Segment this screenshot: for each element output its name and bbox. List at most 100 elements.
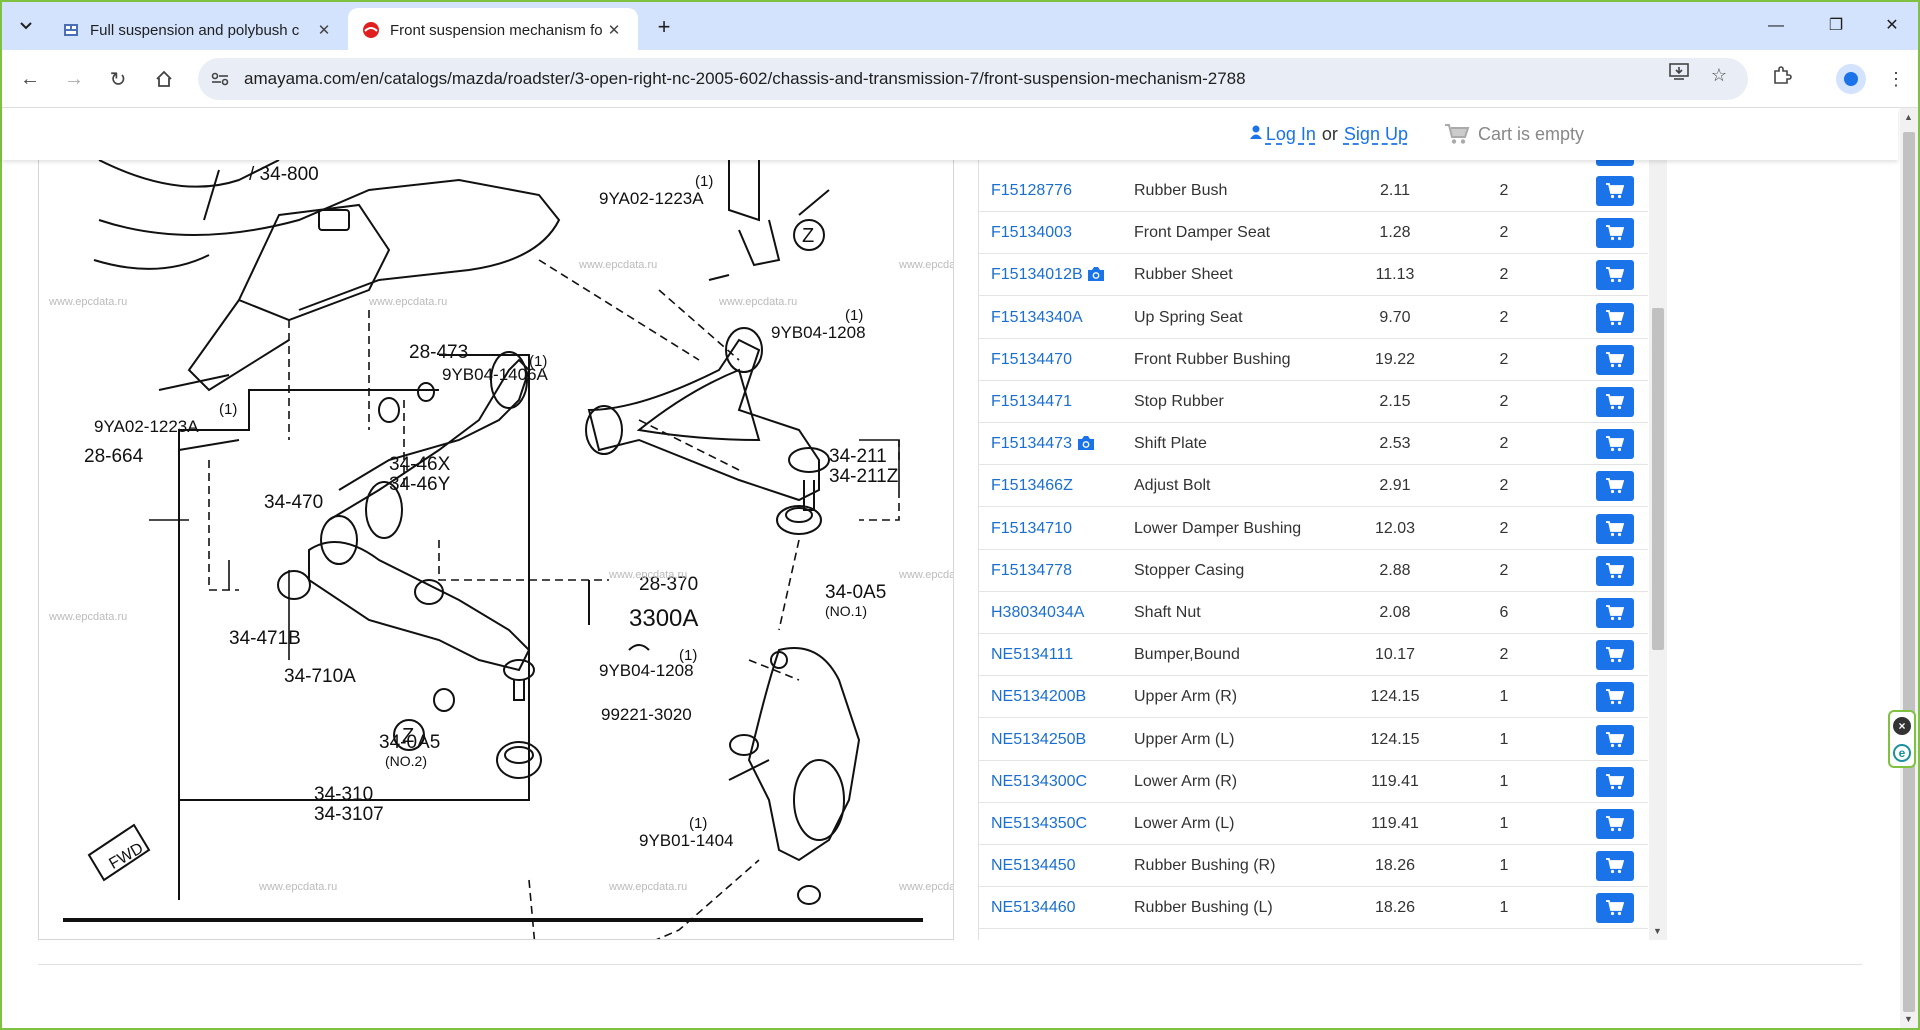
watermark: www.epcdata.ru <box>898 259 954 271</box>
part-number-link[interactable]: NE5134450 <box>991 857 1076 875</box>
extensions-icon[interactable] <box>1766 63 1798 95</box>
add-to-cart-button[interactable] <box>1596 471 1634 502</box>
part-number-link[interactable]: NE5134460 <box>991 899 1076 917</box>
add-to-cart-button[interactable] <box>1596 640 1634 671</box>
diagram-label: 9YA02-1223A <box>94 417 199 436</box>
add-to-cart-button[interactable] <box>1596 766 1634 797</box>
restore-icon[interactable]: ❐ <box>1828 17 1844 34</box>
close-tab-icon[interactable]: ✕ <box>317 22 331 39</box>
cart-icon <box>1606 351 1624 367</box>
catalog-favicon-icon <box>62 21 80 39</box>
camera-icon[interactable] <box>1077 435 1095 451</box>
part-number-link[interactable]: F15134340A <box>991 308 1083 326</box>
reload-icon[interactable]: ↻ <box>109 68 127 91</box>
add-to-cart-button[interactable] <box>1596 176 1634 206</box>
part-number-link[interactable]: F15134710 <box>991 519 1072 537</box>
suspension-diagram-image: Z Z <box>48 160 954 939</box>
part-price: 9.70 <box>1379 308 1411 326</box>
tab-front-suspension[interactable]: Front suspension mechanism fo ✕ <box>348 8 638 52</box>
part-name: Up Spring Seat <box>1134 308 1243 326</box>
part-number-link[interactable]: F1513466Z <box>991 477 1073 495</box>
login-link[interactable]: Log In <box>1265 123 1316 144</box>
add-to-cart-button[interactable] <box>1596 893 1634 924</box>
add-to-cart-button[interactable] <box>1596 598 1634 628</box>
add-to-cart-button[interactable] <box>1596 682 1634 713</box>
add-to-cart-button[interactable] <box>1596 218 1634 249</box>
site-header: Log In or Sign Up Cart is empty <box>2 108 1898 160</box>
part-name: Rubber Sheet <box>1134 266 1233 284</box>
add-to-cart-button[interactable] <box>1596 513 1634 544</box>
part-quantity: 1 <box>1499 730 1509 748</box>
tab-search-button[interactable] <box>12 12 40 40</box>
watermark: www.epcdata.ru <box>898 881 954 893</box>
part-name: Front Damper Seat <box>1134 224 1271 242</box>
watermark: www.epcdata.ru <box>48 296 127 308</box>
part-name: Upper Arm (R) <box>1134 688 1238 706</box>
part-price: 2.91 <box>1379 477 1411 495</box>
part-number-link[interactable]: NE5134350C <box>991 815 1088 832</box>
add-to-cart-button[interactable] <box>1596 387 1634 417</box>
minimize-icon[interactable]: — <box>1768 17 1784 34</box>
window-border <box>0 1028 1920 1030</box>
scroll-down-arrow-icon[interactable]: ▼ <box>1653 926 1662 936</box>
add-to-cart-button[interactable] <box>1596 851 1634 882</box>
scroll-up-arrow-icon[interactable]: ▲ <box>1904 112 1913 122</box>
floating-widget[interactable]: × e <box>1888 710 1916 768</box>
part-number-link[interactable]: F15128776 <box>991 182 1072 199</box>
part-number-link[interactable]: F15134012B <box>991 266 1083 284</box>
home-icon[interactable] <box>148 63 180 95</box>
signup-link[interactable]: Sign Up <box>1343 123 1408 144</box>
url-text: amayama.com/en/catalogs/mazda/roadster/3… <box>244 69 1246 88</box>
new-tab-button[interactable]: + <box>657 14 671 39</box>
profile-avatar-icon[interactable] <box>1836 64 1866 94</box>
add-to-cart-button[interactable] <box>1596 160 1634 166</box>
close-window-icon[interactable]: ✕ <box>1885 17 1899 34</box>
menu-kebab-icon[interactable]: ⋮ <box>1887 69 1905 89</box>
add-to-cart-button[interactable] <box>1596 809 1634 839</box>
close-widget-icon[interactable]: × <box>1893 716 1911 735</box>
part-name: Front Rubber Bushing <box>1134 350 1291 368</box>
page-scrollbar[interactable]: ▲ ▼ <box>1900 108 1918 1028</box>
edge-widget-icon[interactable]: e <box>1893 743 1911 762</box>
add-to-cart-button[interactable] <box>1596 344 1634 375</box>
back-icon[interactable]: ← <box>20 67 40 90</box>
diagram-label: 9YA02-1223A <box>599 189 704 208</box>
address-bar[interactable]: amayama.com/en/catalogs/mazda/roadster/3… <box>198 58 1748 100</box>
part-number-link[interactable]: NE5134300C <box>991 772 1088 790</box>
cart-icon <box>1606 647 1624 663</box>
part-number-link[interactable]: NE5134200B <box>991 688 1087 706</box>
cart-icon <box>1606 183 1624 199</box>
add-to-cart-button[interactable] <box>1596 724 1634 755</box>
part-number-link[interactable]: F15134470 <box>991 350 1072 368</box>
parts-diagram[interactable]: Z Z <box>38 160 954 940</box>
part-number-link[interactable]: H38034034A <box>991 604 1085 621</box>
close-tab-icon[interactable]: ✕ <box>607 22 621 39</box>
install-app-icon[interactable] <box>1666 62 1692 88</box>
parts-scrollbar[interactable]: ▼ <box>1649 160 1667 940</box>
part-number-link[interactable]: F15134471 <box>991 393 1072 410</box>
tab-full-suspension[interactable]: Full suspension and polybush c ✕ <box>48 8 348 52</box>
part-number-link[interactable]: F15134003 <box>991 224 1072 242</box>
scroll-down-arrow-icon[interactable]: ▼ <box>1904 1014 1913 1024</box>
cart-icon[interactable] <box>1444 123 1470 145</box>
cart-status[interactable]: Cart is empty <box>1477 123 1584 144</box>
part-number-link[interactable]: NE5134111 <box>991 646 1074 664</box>
part-number-link[interactable]: F15134778 <box>991 561 1072 579</box>
site-info-icon[interactable] <box>202 61 238 97</box>
add-to-cart-button[interactable] <box>1596 555 1634 586</box>
divider <box>38 964 1862 965</box>
watermark: www.epcdata.ru <box>578 259 657 271</box>
add-to-cart-button[interactable] <box>1596 429 1634 460</box>
page-scrollbar-thumb[interactable] <box>1903 132 1915 1012</box>
diagram-label: 34-0A5 <box>825 582 886 603</box>
parts-scrollbar-thumb[interactable] <box>1652 308 1664 650</box>
forward-icon[interactable]: → <box>64 67 84 90</box>
bookmark-star-icon[interactable]: ☆ <box>1710 65 1728 85</box>
part-number-link[interactable]: F15134473 <box>991 435 1072 453</box>
add-to-cart-button[interactable] <box>1596 302 1634 333</box>
part-number-link[interactable]: NE5134250B <box>991 730 1087 748</box>
add-to-cart-button[interactable] <box>1596 260 1634 291</box>
camera-icon[interactable] <box>1087 266 1105 282</box>
